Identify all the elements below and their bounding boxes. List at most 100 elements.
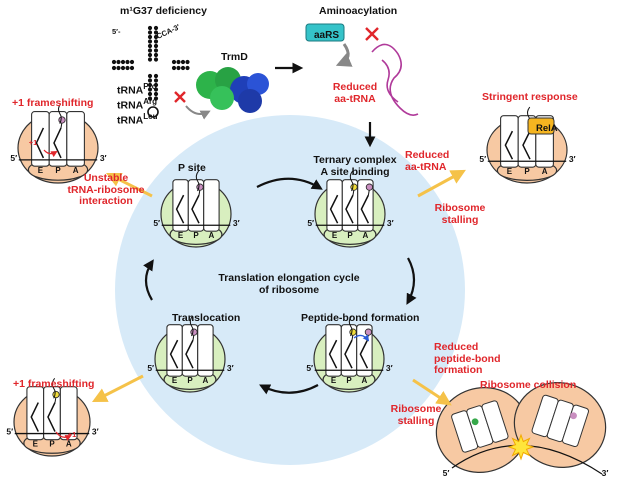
ribosome-frameshift-bottom-p-label: P [49, 440, 55, 449]
ribosome-peptide-bond-5prime-label: 5′ [306, 363, 313, 373]
ribosome-frameshift-top-peptide-chain [57, 103, 62, 124]
frameshift-bottom-curl-arrow [55, 431, 72, 441]
ribosome-p-site-p-label: P [193, 231, 199, 240]
ribosome-peptide-bond-e-label: E [331, 376, 337, 385]
ribosome-p-site-site-e-box [172, 179, 189, 232]
ribosome-frameshift-bottom-a-label: A [66, 440, 72, 449]
ribosome-frameshift-bottom-trna-0 [30, 402, 39, 432]
ribosome-ternary-trna-1 [345, 194, 354, 224]
aars-red-x [365, 27, 379, 41]
ribosome-frameshift-top-a-label: A [73, 166, 79, 175]
collision-ribosome-left [435, 387, 529, 473]
trna-nucleotide [153, 73, 159, 79]
ribosome-frameshift-bottom-peptide-chain [51, 377, 56, 399]
aminoacylation-title: Aminoacylation [319, 5, 398, 17]
trna-nucleotide [153, 87, 159, 92]
trmd-label: TrmD [221, 51, 248, 63]
trna-nucleotide [153, 48, 159, 53]
ribosome-p-site-3prime-label: 3′ [233, 218, 240, 228]
trna-anticodon-loop [147, 106, 159, 118]
ribosome-collision-group [435, 382, 607, 473]
trna-nucleotide [147, 43, 153, 49]
ribosome-p-site-a-label: A [209, 231, 215, 240]
aars-box [305, 23, 345, 42]
trmd-protein [196, 67, 269, 113]
ribosome-p-site-site-a-box [203, 179, 220, 232]
ribosome-frameshift-bottom-aa-ball-1 [52, 390, 60, 399]
ribosome-translocation-site-a-box [197, 324, 214, 377]
trna-nucleotide [147, 30, 153, 35]
trna-red-x [174, 91, 186, 103]
ribosome-peptide-bond-a-label: A [362, 376, 368, 385]
collision-ribosome-right [513, 382, 607, 468]
trna-nucleotide [153, 52, 159, 58]
ribosome-stringent-trna-0 [504, 130, 514, 160]
cycle-arrow-translocation-to-p [143, 259, 154, 301]
trna-nucleotide [116, 59, 121, 65]
ribosome-translocation-trna-1 [185, 339, 194, 369]
orange-arrow-collision [412, 378, 452, 406]
trna-nucleotide [147, 82, 153, 88]
trna-nucleotide [153, 78, 159, 83]
collision-right-pink-ball [570, 412, 577, 420]
trna-nucleotide [125, 65, 130, 71]
trmd-lobe-5 [238, 89, 262, 113]
ribosome-frameshift-top-e-label: E [38, 166, 44, 175]
ribosome-frameshift-top-site-a-box [66, 111, 85, 167]
collision-left-box-a [481, 400, 509, 443]
collision-3prime-label: 3′ [602, 468, 609, 478]
collision-burst [507, 433, 535, 461]
ribosome-ternary-a-label: A [363, 231, 369, 240]
trna-nucleotide [147, 73, 153, 79]
trna-nucleotide [171, 65, 177, 71]
rela-box [527, 117, 555, 135]
ribosome-ternary-site-e-box [326, 179, 343, 232]
ribosome-frameshift-bottom-site-e-box [26, 386, 45, 441]
ribosome-peptide-bond-peptide-chain [348, 315, 353, 337]
trna-nucleotide [153, 39, 159, 44]
collision-5prime-label: 5′ [443, 468, 450, 478]
trna-nucleotide [147, 96, 153, 101]
translocation-title: Translocation [172, 312, 241, 324]
ribosome-ternary-aa-ball-2 [365, 183, 373, 191]
ribosome-p-site-e-label: E [178, 231, 184, 240]
trna-nucleotide [180, 65, 186, 71]
ribosome-ternary-5prime-label: 5′ [307, 218, 314, 228]
ribosome-p-site-trna-1 [191, 194, 200, 224]
stringent-title: Stringent response [482, 91, 578, 103]
ribosome-p-site-peptide-chain [195, 170, 200, 192]
trna-gray-arrow [185, 105, 211, 120]
cycle-arrow-peptide-to-translocation [259, 384, 319, 395]
ribosome-stringent-trna-1 [522, 130, 531, 160]
aars-gray-arrow [335, 43, 353, 67]
ribosome-frameshift-top-trna-1 [53, 127, 62, 159]
ribosome-stringent-e-label: E [507, 167, 513, 176]
trna-nucleotide [116, 65, 121, 71]
orange-arrow-frameshift-top [105, 172, 153, 198]
ribosome-frameshift-top-trna-0 [35, 127, 45, 159]
ribosome-translocation-peptide-chain [189, 315, 194, 337]
ribosome-stringent-site-e-box [500, 115, 519, 168]
collision-title: Ribosome collision [480, 379, 577, 391]
ribosome-translocation-5prime-label: 5′ [147, 363, 154, 373]
trna-nucleotide [176, 65, 181, 71]
collision-left-green-ball [471, 418, 479, 426]
ribosome-stringent-p-label: P [524, 167, 530, 176]
ribosome-frameshift-top-3prime-label: 3′ [100, 153, 107, 163]
m1g37-title: m¹G37 deficiency [120, 5, 207, 17]
trna-nucleotide [111, 59, 117, 65]
ribosome-peptide-bond-trna-2 [359, 339, 369, 369]
ribosome-frameshift-top-p-label: P [55, 166, 61, 175]
ribosome-translocation-p-label: P [187, 376, 193, 385]
ribosome-ternary-e-label: E [332, 231, 338, 240]
collision-right-box-a [561, 404, 590, 448]
trna-nucleotide [129, 59, 135, 65]
trna-nucleotide [180, 59, 186, 65]
ribosome-frameshift-bottom-e-label: E [33, 440, 39, 449]
ribosome-peptide-bond-3prime-label: 3′ [386, 363, 393, 373]
